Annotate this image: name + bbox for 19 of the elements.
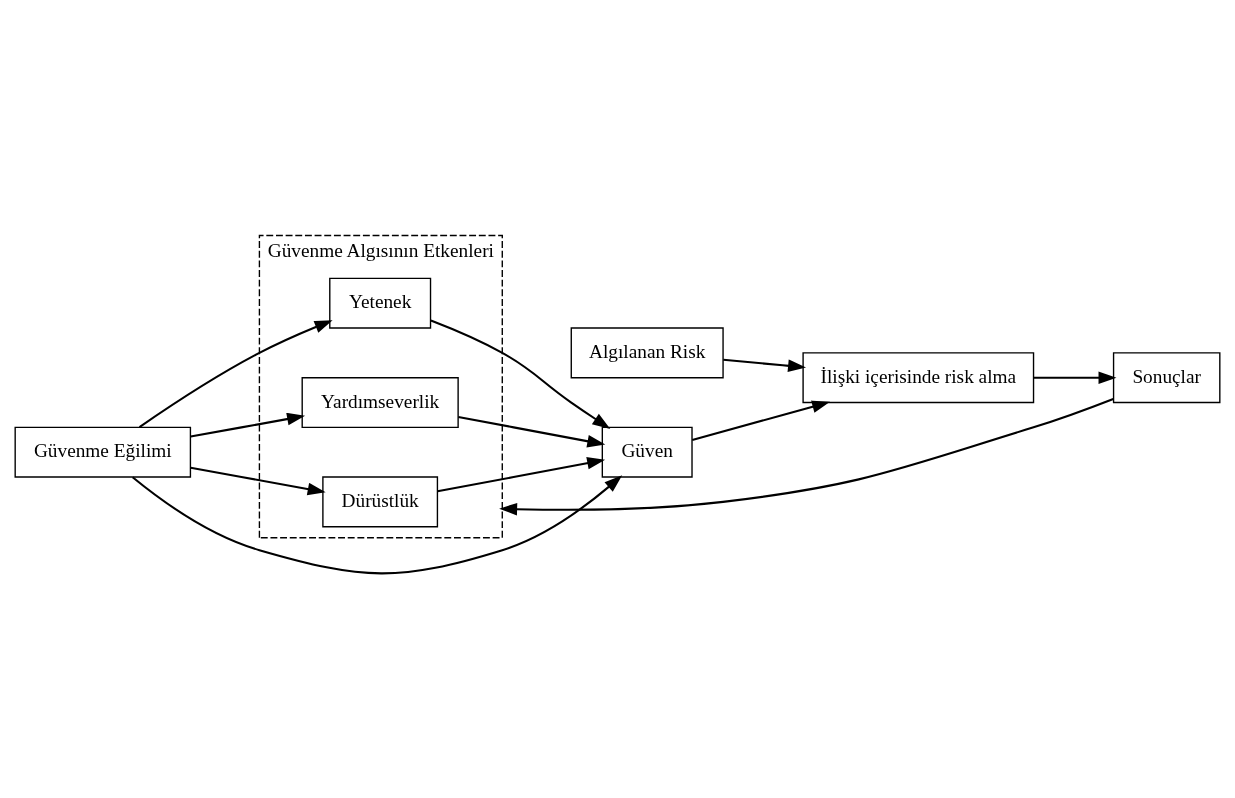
node-box: Yetenek (329, 277, 432, 329)
arrow (437, 457, 606, 493)
node-box: Dürüstlük (322, 476, 439, 528)
arrow (190, 412, 306, 438)
node-box: İlişki içerisinde risk alma (802, 352, 1035, 404)
arrow (499, 398, 1114, 516)
arrow (458, 415, 606, 448)
arrow (692, 400, 831, 442)
arrow (190, 466, 326, 496)
arrow (132, 475, 623, 575)
node-box: Güvenme Eğilimi (14, 426, 192, 478)
arrow (138, 320, 333, 428)
arrow (1033, 371, 1117, 384)
node-box: Yardımseverlik (301, 377, 459, 429)
node-box: Güven (601, 426, 693, 478)
arrow (430, 319, 611, 429)
node-box: Algılanan Risk (570, 327, 724, 379)
arrow (723, 358, 806, 373)
node-box: Sonuçlar (1112, 352, 1221, 404)
